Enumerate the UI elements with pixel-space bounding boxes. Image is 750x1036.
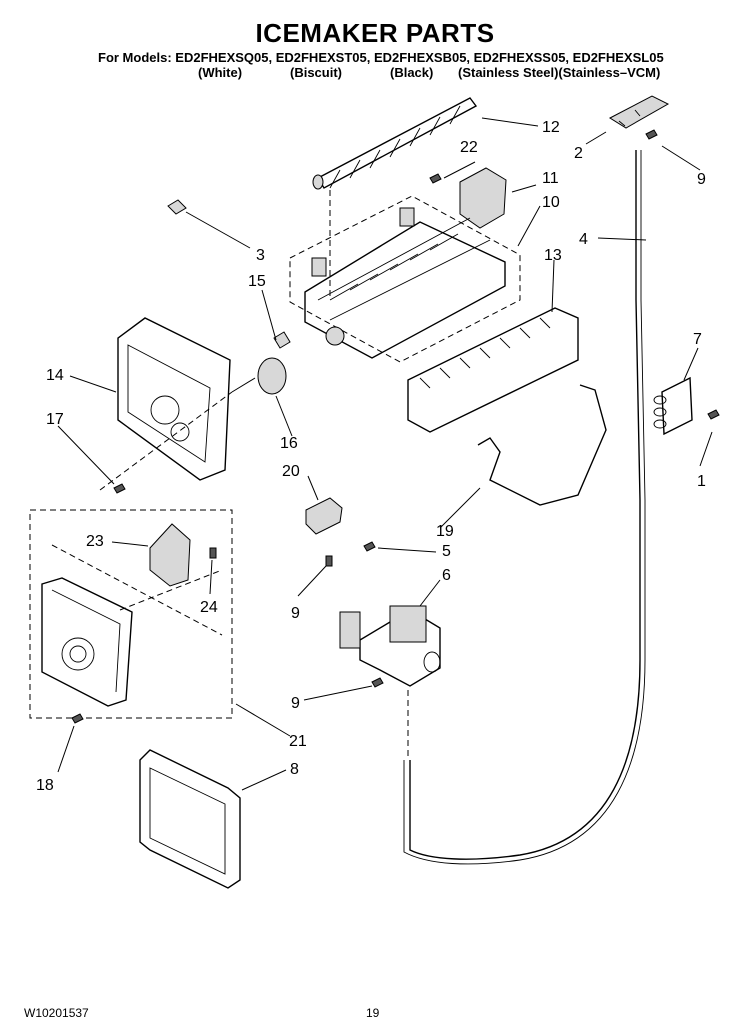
mold-part [304,207,506,359]
motor-part [149,523,191,587]
callout-16: 16 [280,435,298,452]
screws [71,129,720,724]
module-part [41,577,133,707]
shutoff-arm-part [477,384,607,506]
finish-stainless: (Stainless Steel)(Stainless–VCM) [458,65,661,80]
bracket-part [653,376,693,436]
callout-19: 19 [436,523,454,540]
callout-5: 5 [442,543,451,560]
callout-1: 1 [697,473,706,490]
callout-6: 6 [442,567,451,584]
callout-9b: 9 [291,605,300,622]
callout-4: 4 [579,231,588,248]
callout-15: 15 [248,273,266,290]
motor-assembly-boundary [29,509,233,719]
screw-part-3 [167,199,187,215]
clip-part [273,331,291,349]
callout-17: 17 [46,411,64,428]
alignment-lines [51,190,409,760]
callout-9a: 9 [697,171,706,188]
thermostat-part [231,357,287,395]
fill-tube-part [409,150,641,860]
callout-14: 14 [46,367,64,384]
callout-12: 12 [542,119,560,136]
callout-18: 18 [36,777,54,794]
callout-3: 3 [256,247,265,264]
page-title: ICEMAKER PARTS [255,18,495,48]
callout-22: 22 [460,139,478,156]
ejector-part [312,97,478,190]
callout-numbers: 1 2 3 4 5 6 7 8 9 9 9 10 11 12 13 14 15 … [36,119,706,794]
doc-number: W10201537 [24,1006,89,1020]
finish-black: (Black) [390,65,434,80]
water-valve-part [339,605,441,687]
callout-9c: 9 [291,695,300,712]
callout-2: 2 [574,145,583,162]
housing-part [117,317,231,481]
leader-lines [57,117,713,791]
mounting-clip-part [305,497,343,535]
finish-biscuit: (Biscuit) [290,65,342,80]
cover-part [459,167,507,229]
mold-assembly-boundary [289,195,521,363]
front-cover-part [139,749,241,889]
callout-7: 7 [693,331,702,348]
fill-cup-part [608,95,670,129]
callout-8: 8 [290,761,299,778]
callout-23: 23 [86,533,104,550]
callout-10: 10 [542,194,560,211]
tray-part [407,307,579,433]
callout-24: 24 [200,599,218,616]
models-line: For Models: ED2FHEXSQ05, ED2FHEXST05, ED… [98,50,664,65]
page-number: 19 [366,1006,380,1020]
callout-21: 21 [289,733,307,750]
callout-13: 13 [544,247,562,264]
finish-white: (White) [198,65,243,80]
callout-20: 20 [282,463,300,480]
callout-11: 11 [542,170,559,187]
